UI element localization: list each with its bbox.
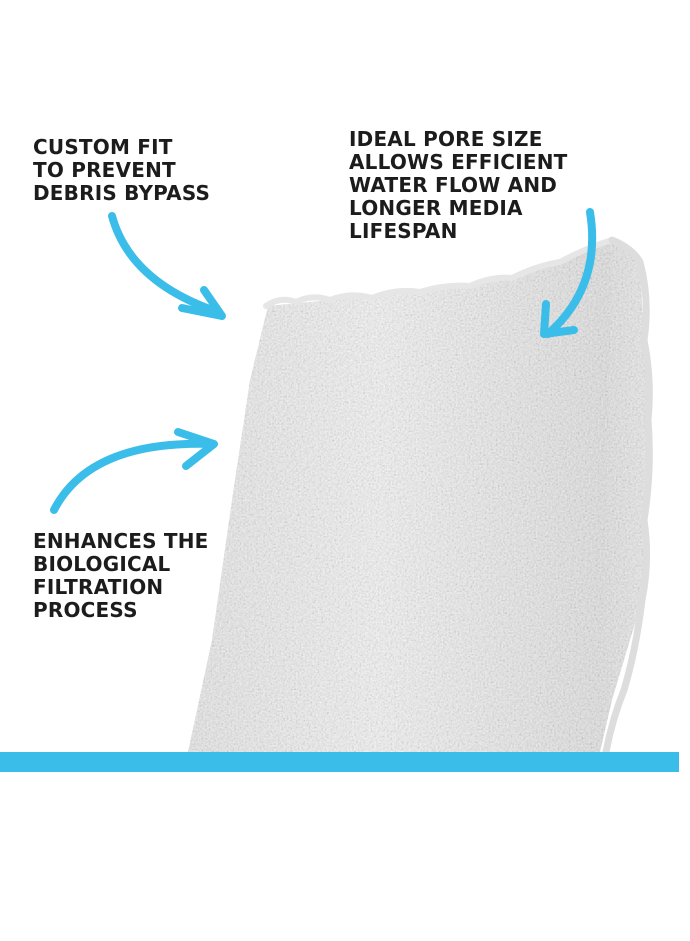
callout-custom-fit: CUSTOM FIT TO PREVENT DEBRIS BYPASS — [33, 136, 210, 205]
sponge-right-edge — [602, 236, 653, 756]
curved-arrow-icon — [50, 428, 218, 514]
curved-arrow-icon — [540, 208, 597, 338]
accent-bar — [0, 752, 679, 772]
callout-line: CUSTOM FIT — [33, 135, 173, 159]
curved-arrow-icon — [108, 212, 226, 320]
callout-line: LONGER MEDIA — [349, 196, 523, 220]
callout-line: IDEAL PORE SIZE — [349, 127, 543, 151]
callout-line: TO PREVENT — [33, 158, 176, 182]
sponge-top-edge — [263, 237, 615, 309]
callout-line: BIOLOGICAL — [33, 552, 171, 576]
sponge-texture — [188, 240, 648, 752]
callout-line: LIFESPAN — [349, 219, 458, 243]
callout-line: ENHANCES THE — [33, 529, 209, 553]
callout-pore-size: IDEAL PORE SIZE ALLOWS EFFICIENT WATER F… — [349, 128, 567, 243]
callout-biological-filtration: ENHANCES THE BIOLOGICAL FILTRATION PROCE… — [33, 530, 209, 622]
callout-line: ALLOWS EFFICIENT — [349, 150, 568, 174]
callout-line: FILTRATION — [33, 575, 164, 599]
callout-line: WATER FLOW AND — [349, 173, 558, 197]
callout-line: PROCESS — [33, 598, 138, 622]
callout-line: DEBRIS BYPASS — [33, 181, 211, 205]
